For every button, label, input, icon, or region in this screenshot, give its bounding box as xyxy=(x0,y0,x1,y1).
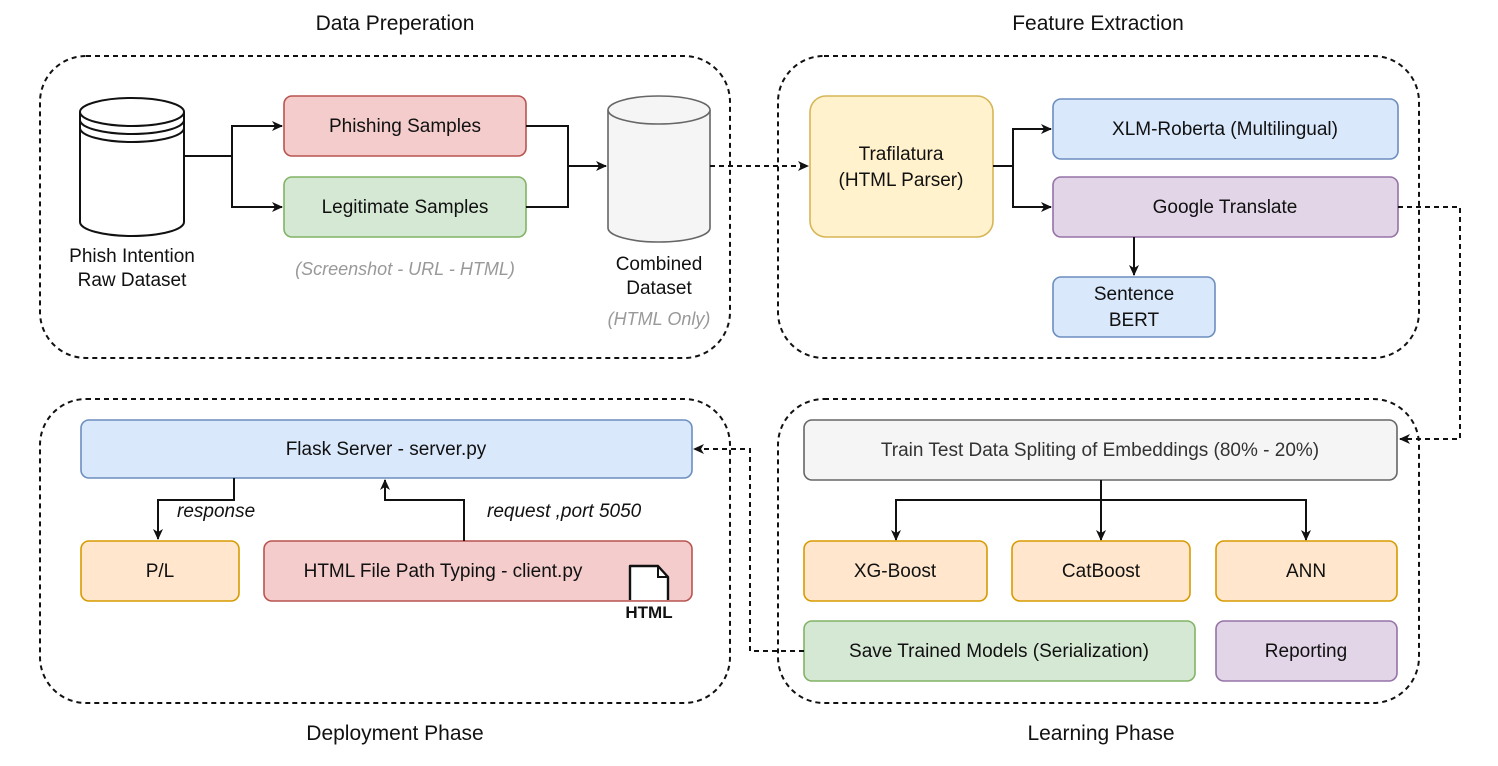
edge-client-to-flask xyxy=(380,479,465,541)
combined-dataset-cylinder-icon xyxy=(607,95,711,243)
trafilatura-label-line1: Trafilatura xyxy=(859,144,944,165)
edge-legitimate-to-combined xyxy=(526,166,569,208)
edge-save-to-flask xyxy=(693,444,804,652)
xgboost-label: XG-Boost xyxy=(854,561,937,582)
xlm-roberta-box xyxy=(1052,98,1399,160)
html-file-icon-label: HTML xyxy=(625,603,672,622)
raw-dataset-label-line1: Phish Intention xyxy=(69,246,195,267)
flask-server-box xyxy=(80,419,693,479)
ann-label: ANN xyxy=(1286,561,1326,582)
request-label: request ,port 5050 xyxy=(487,501,642,522)
group-deployment-phase xyxy=(39,398,731,704)
client-box xyxy=(263,540,693,602)
section-title-data-preparation: Data Preperation xyxy=(316,12,475,35)
reporting-box xyxy=(1215,620,1398,682)
group-data-preparation xyxy=(39,55,731,359)
edge-trafilatura-to-google xyxy=(1012,166,1052,212)
legitimate-samples-label: Legitimate Samples xyxy=(322,197,489,218)
save-models-label: Save Trained Models (Serialization) xyxy=(849,641,1149,662)
raw-dataset-label-line2: Raw Dataset xyxy=(78,270,187,291)
group-learning-phase xyxy=(777,398,1420,704)
section-title-learning-phase: Learning Phase xyxy=(1027,722,1174,745)
edge-raw-to-legitimate xyxy=(231,156,283,212)
edge-split-to-xgboost xyxy=(891,499,1101,541)
flask-server-label: Flask Server - server.py xyxy=(286,439,487,460)
edge-raw-to-phishing xyxy=(184,121,283,157)
section-title-feature-extraction: Feature Extraction xyxy=(1012,12,1184,35)
combined-dataset-label-line1: Combined xyxy=(616,254,703,275)
edge-split-to-ann xyxy=(1101,499,1311,541)
google-translate-label: Google Translate xyxy=(1153,197,1298,218)
reporting-label: Reporting xyxy=(1265,641,1347,662)
edge-trafilatura-to-xlm xyxy=(993,124,1052,167)
catboost-label: CatBoost xyxy=(1062,561,1141,582)
response-label: response xyxy=(177,501,255,522)
sentence-bert-label-line2: BERT xyxy=(1109,310,1160,331)
ann-box xyxy=(1215,540,1398,602)
group-feature-extraction xyxy=(777,55,1420,359)
phishing-samples-label: Phishing Samples xyxy=(329,116,481,137)
xlm-roberta-label: XLM-Roberta (Multilingual) xyxy=(1112,119,1338,140)
pl-output-label: P/L xyxy=(146,561,175,582)
html-file-icon xyxy=(628,564,670,600)
pl-output-box xyxy=(80,540,240,602)
sentence-bert-box xyxy=(1052,276,1216,338)
section-title-deployment-phase: Deployment Phase xyxy=(306,722,483,745)
combined-dataset-note: (HTML Only) xyxy=(608,309,711,329)
edge-features-to-split xyxy=(1398,206,1461,444)
catboost-box xyxy=(1011,540,1191,602)
edge-flask-to-pl xyxy=(153,478,235,540)
samples-note: (Screenshot - URL - HTML) xyxy=(295,259,515,279)
xgboost-box xyxy=(803,540,988,602)
train-test-split-label: Train Test Data Spliting of Embeddings (… xyxy=(881,440,1319,461)
sentence-bert-label-line1: Sentence xyxy=(1094,284,1174,305)
trafilatura-label-line2: (HTML Parser) xyxy=(839,170,964,191)
edge-phishing-to-combined xyxy=(526,125,607,171)
client-label: HTML File Path Typing - client.py xyxy=(304,561,583,582)
combined-dataset-label-line2: Dataset xyxy=(626,278,692,299)
raw-dataset-cylinder-icon xyxy=(79,97,185,237)
trafilatura-box xyxy=(809,95,994,238)
